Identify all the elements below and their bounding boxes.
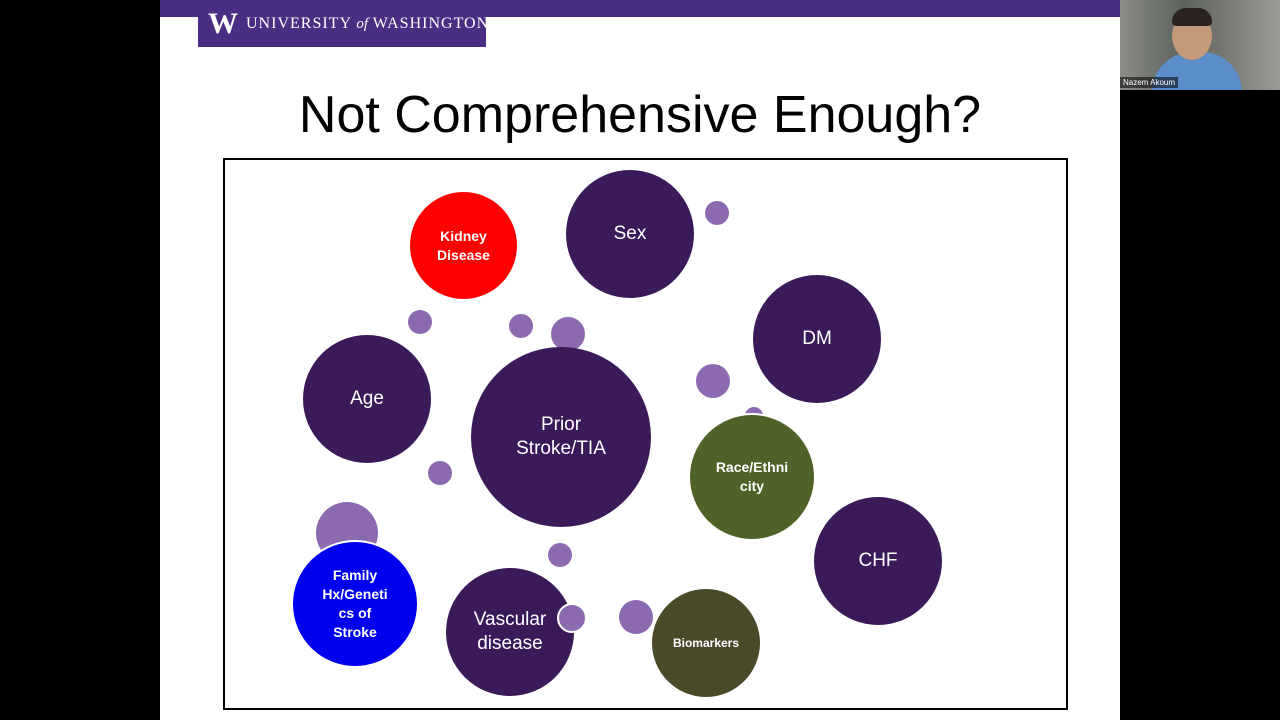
connector-dot: [705, 201, 729, 225]
connector-dot: [548, 543, 572, 567]
biomarkers-bubble: Biomarkers: [652, 589, 760, 697]
presentation-slide: W UNIVERSITY of WASHINGTON Not Comprehen…: [160, 0, 1120, 720]
sex-bubble: Sex: [566, 170, 694, 298]
connector-dot: [428, 461, 452, 485]
participant-hair: [1172, 8, 1212, 26]
chf-bubble: CHF: [814, 497, 942, 625]
connector-dot: [619, 600, 653, 634]
connector-dot: [696, 364, 730, 398]
age-bubble: Age: [303, 335, 431, 463]
connector-dot: [509, 314, 533, 338]
connector-dot: [408, 310, 432, 334]
uw-w-mark: W: [208, 6, 238, 40]
university-logo: W UNIVERSITY of WASHINGTON: [198, 0, 490, 47]
participant-name-label: Nazem Akoum: [1120, 77, 1179, 88]
participant-video[interactable]: Nazem Akoum: [1120, 0, 1280, 90]
dm-bubble: DM: [753, 275, 881, 403]
slide-title: Not Comprehensive Enough?: [298, 86, 982, 144]
connector-dot: [557, 603, 587, 633]
uw-wordmark: UNIVERSITY of WASHINGTON: [246, 14, 490, 32]
